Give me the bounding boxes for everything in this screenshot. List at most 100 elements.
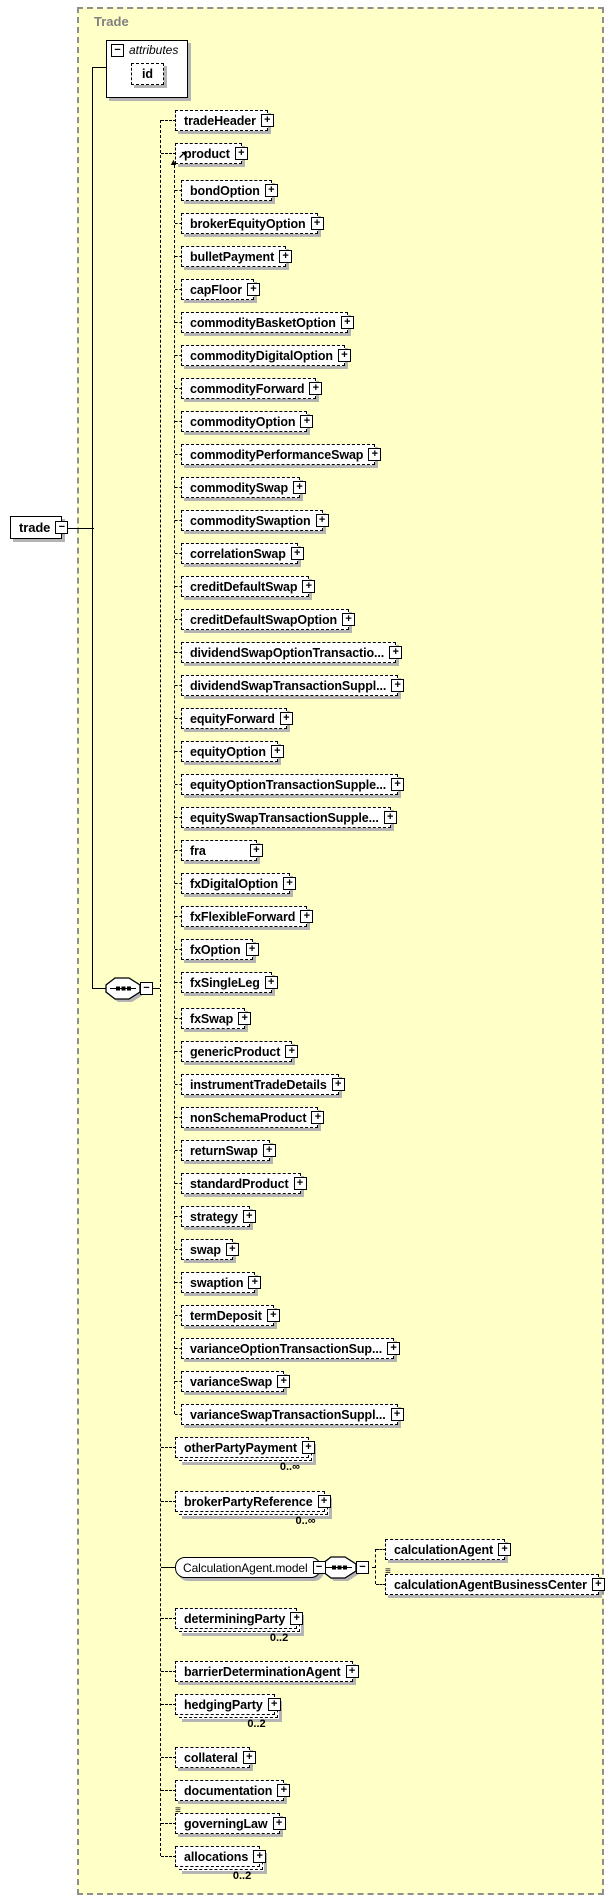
node-dividendSwapOptionTransaction[interactable]: dividendSwapOptionTransactio...+ [174, 642, 403, 663]
expand-icon[interactable]: + [311, 1111, 325, 1124]
node-capFloor[interactable]: capFloor+ [175, 279, 260, 300]
expand-icon[interactable]: + [285, 1045, 299, 1058]
node-product[interactable]: product + [161, 143, 248, 164]
node-collateral[interactable]: collateral + [161, 1747, 256, 1768]
node-allocations[interactable]: allocations + 0..2 [160, 1846, 267, 1882]
node-nonSchemaProduct[interactable]: nonSchemaProduct+ [174, 1107, 325, 1128]
expand-icon[interactable]: + [337, 349, 351, 362]
expand-icon[interactable]: + [238, 1012, 252, 1025]
node-calculationAgent[interactable]: calculationAgent + [375, 1539, 512, 1560]
node-equitySwapTransactionSupplement[interactable]: equitySwapTransactionSupple...+ [175, 807, 397, 828]
expand-icon[interactable]: + [264, 976, 278, 989]
expand-icon[interactable]: + [300, 415, 314, 428]
expand-icon[interactable]: + [264, 184, 278, 197]
node-calculationAgentBusinessCenter[interactable]: ≡ calculationAgentBusinessCenter + [376, 1566, 605, 1595]
node-bulletPayment[interactable]: bulletPayment+ [174, 246, 293, 267]
node-fxFlexibleForward[interactable]: fxFlexibleForward+ [174, 906, 314, 927]
node-commodityBasketOption[interactable]: commodityBasketOption+ [175, 312, 354, 333]
node-creditDefaultSwap[interactable]: creditDefaultSwap+ [174, 576, 316, 597]
expand-icon[interactable]: + [368, 448, 382, 461]
sequence-icon[interactable] [103, 974, 147, 1006]
expand-icon[interactable]: + [266, 1309, 280, 1322]
expand-icon[interactable]: + [260, 114, 274, 127]
expand-icon[interactable]: + [391, 778, 405, 791]
expand-icon[interactable]: + [317, 1495, 331, 1508]
attribute-id[interactable]: id [131, 63, 164, 85]
expand-icon[interactable]: + [250, 844, 263, 857]
node-governingLaw[interactable]: ≡ governingLaw + [161, 1805, 286, 1834]
node-swaption[interactable]: swaption+ [174, 1272, 262, 1293]
expand-icon[interactable]: + [248, 1276, 262, 1289]
expand-icon[interactable]: + [342, 613, 356, 626]
expand-icon[interactable]: + [277, 1784, 291, 1797]
expand-icon[interactable]: + [270, 745, 284, 758]
collapse-icon[interactable]: − [55, 521, 69, 534]
expand-icon[interactable]: + [279, 712, 293, 725]
node-fxOption[interactable]: fxOption+ [175, 939, 259, 960]
expand-icon[interactable]: + [591, 1578, 605, 1591]
expand-icon[interactable]: + [225, 1243, 239, 1256]
expand-icon[interactable]: + [246, 283, 260, 296]
node-fxSingleLeg[interactable]: fxSingleLeg+ [175, 972, 278, 993]
node-commodityOption[interactable]: commodityOption+ [174, 411, 314, 432]
expand-icon[interactable]: + [390, 1408, 404, 1421]
node-commoditySwaption[interactable]: commoditySwaption+ [175, 510, 329, 531]
node-commodityForward[interactable]: commodityForward+ [174, 378, 323, 399]
node-strategy[interactable]: strategy+ [175, 1206, 256, 1227]
node-varianceSwap[interactable]: varianceSwap+ [174, 1371, 291, 1392]
expand-icon[interactable]: + [293, 1177, 307, 1190]
expand-icon[interactable]: + [272, 1817, 286, 1830]
expand-icon[interactable]: + [253, 1850, 267, 1863]
node-fxSwap[interactable]: fxSwap+ [174, 1008, 252, 1029]
expand-icon[interactable]: + [262, 1144, 276, 1157]
node-standardProduct[interactable]: standardProduct+ [175, 1173, 307, 1194]
sequence-icon[interactable] [319, 1553, 363, 1585]
node-equityOptionTransactionSupplement[interactable]: equityOptionTransactionSupple...+ [174, 774, 405, 795]
expand-icon[interactable]: + [242, 1210, 256, 1223]
expand-icon[interactable]: + [498, 1543, 512, 1556]
expand-icon[interactable]: + [309, 382, 323, 395]
node-creditDefaultSwapOption[interactable]: creditDefaultSwapOption+ [174, 609, 356, 630]
node-determiningParty[interactable]: determiningParty + 0..2 [160, 1608, 304, 1644]
expand-icon[interactable]: + [301, 1441, 315, 1454]
expand-icon[interactable]: + [340, 316, 354, 329]
expand-icon[interactable]: + [277, 1375, 291, 1388]
node-correlationSwap[interactable]: correlationSwap+ [175, 543, 304, 564]
expand-icon[interactable]: + [290, 1612, 304, 1625]
expand-icon[interactable]: + [389, 646, 403, 659]
expand-icon[interactable]: + [293, 481, 307, 494]
node-genericProduct[interactable]: genericProduct+ [174, 1041, 299, 1062]
collapse-icon[interactable]: − [140, 982, 153, 995]
node-instrumentTradeDetails[interactable]: instrumentTradeDetails+ [175, 1074, 345, 1095]
node-varianceOptionTransactionSupplement[interactable]: varianceOptionTransactionSup...+ [174, 1338, 401, 1359]
node-equityForward[interactable]: equityForward+ [175, 708, 293, 729]
node-fxDigitalOption[interactable]: fxDigitalOption+ [174, 873, 297, 894]
node-commoditySwap[interactable]: commoditySwap+ [174, 477, 307, 498]
expand-icon[interactable]: + [302, 580, 316, 593]
node-returnSwap[interactable]: returnSwap+ [175, 1140, 276, 1161]
node-commodityDigitalOption[interactable]: commodityDigitalOption+ [175, 345, 351, 366]
expand-icon[interactable]: + [283, 877, 297, 890]
node-trade[interactable]: trade − [10, 516, 69, 539]
expand-icon[interactable]: + [310, 217, 324, 230]
expand-icon[interactable]: + [267, 1698, 281, 1711]
node-dividendSwapTransactionSupplement[interactable]: dividendSwapTransactionSuppl...+ [174, 675, 405, 696]
node-varianceSwapTransactionSupplement[interactable]: varianceSwapTransactionSuppl...+ [175, 1404, 404, 1425]
node-bondOption[interactable]: bondOption+ [175, 180, 278, 201]
expand-icon[interactable]: + [234, 147, 248, 160]
node-commodityPerformanceSwap[interactable]: commodityPerformanceSwap+ [174, 444, 382, 465]
node-tradeHeader[interactable]: tradeHeader + [161, 110, 274, 131]
expand-icon[interactable]: + [290, 547, 304, 560]
node-swap[interactable]: swap+ [175, 1239, 239, 1260]
node-brokerPartyReference[interactable]: brokerPartyReference + 0..∞ [161, 1491, 331, 1527]
expand-icon[interactable]: + [345, 1665, 359, 1678]
expand-icon[interactable]: + [387, 1342, 401, 1355]
collapse-icon[interactable]: − [111, 43, 124, 57]
expand-icon[interactable]: + [300, 910, 314, 923]
node-hedgingParty[interactable]: hedgingParty + 0..2 [161, 1694, 281, 1730]
node-equityOption[interactable]: equityOption+ [175, 741, 284, 762]
expand-icon[interactable]: + [315, 514, 329, 527]
expand-icon[interactable]: + [245, 943, 259, 956]
collapse-icon[interactable]: − [312, 1561, 326, 1574]
expand-icon[interactable]: + [242, 1751, 256, 1764]
